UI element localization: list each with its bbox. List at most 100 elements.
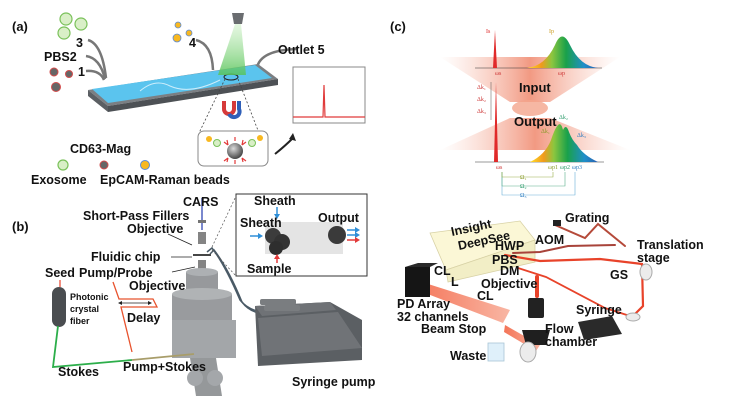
delta-k1-left-label: Δk₁ [477, 85, 486, 91]
omega-1-label: Ω₁ [520, 175, 527, 181]
exosome-icons [57, 12, 88, 40]
objective-label: Objective [481, 277, 537, 291]
exosome-label: Exosome [31, 173, 87, 187]
exosome-legend-icon [57, 159, 69, 171]
arrow-head-icon [289, 133, 296, 141]
flow-chip-inset [211, 193, 368, 277]
grating-label: Grating [565, 211, 609, 225]
waste-beaker-icon [487, 342, 505, 362]
pointer-line [167, 233, 193, 246]
cl-bottom-label: CL [477, 289, 494, 303]
panel-b-label: (b) [12, 219, 29, 234]
combined-beam-path [131, 353, 195, 361]
output-label: Output [514, 114, 557, 129]
is-label: Is [486, 29, 491, 35]
microscope [172, 198, 236, 396]
input-label: Input [519, 80, 551, 95]
laser-source-box [429, 220, 536, 283]
omega-2-label: Ω₂ [520, 184, 527, 190]
focus-cones [440, 57, 630, 150]
panel-c: (c) Is Ip ωs ωp Input Output Δk₁ Δk₂ Δk₃ [390, 19, 704, 363]
syringe-pump [255, 299, 362, 366]
delta-k3-label: Δk₃ [577, 133, 586, 139]
epcam-bead-icons [172, 21, 193, 43]
curved-arrow-icon [274, 137, 294, 155]
objective-bottom-label: Objective [129, 279, 185, 293]
cd63-legend-icon [99, 160, 109, 170]
stokes-label: Stokes [58, 365, 99, 379]
delta-k3-left-label: Δk₃ [477, 109, 486, 115]
short-pass-filters-label: Short-Pass Fillers [83, 209, 189, 223]
output-label: Output [318, 211, 360, 225]
inlet-3-label: 3 [76, 36, 83, 50]
sheath-left-label: Sheath [240, 216, 282, 230]
cd63-mag-label: CD63-Mag [70, 142, 131, 156]
epcam-legend-icon [140, 160, 150, 170]
fluidic-chip-label: Fluidic chip [91, 250, 161, 264]
pd-channels-label: 32 channels [397, 310, 469, 324]
hwp-label: HWP [495, 239, 524, 253]
delta-k2-left-label: Δk₂ [477, 97, 486, 103]
omega-p3-label: ωp3 [572, 165, 582, 171]
magnet-icon [222, 101, 242, 120]
omega-s-label: ωs [495, 71, 502, 77]
pcf-label-3: fiber [70, 316, 90, 326]
stokes-beam-path [51, 325, 133, 368]
syringe-icon [578, 316, 622, 340]
panel-b: (b) Syri [12, 193, 376, 396]
pump-stokes-label: Pump+Stokes [123, 360, 206, 374]
pd-array-label: PD Array [397, 297, 450, 311]
aom-label: AOM [535, 233, 564, 247]
raman-shift-brackets [501, 172, 576, 196]
omega-p-label: ωp [558, 71, 565, 77]
syringe-pump-label: Syringe pump [292, 375, 376, 389]
delay-label: Delay [127, 311, 160, 325]
sample-label: Sample [247, 262, 292, 276]
epcam-raman-beads-label: EpCAM-Raman beads [100, 173, 230, 187]
beam-stop-label: Beam Stop [421, 322, 487, 336]
panel-a-label: (a) [12, 19, 28, 34]
output-spectrum [475, 82, 604, 163]
cl-top-label: CL [434, 264, 451, 278]
delta-k1-label: Δk₁ [541, 129, 550, 135]
objective-icon [528, 298, 544, 318]
omega-3-label: Ω₃ [520, 193, 527, 199]
omega-s-out-label: ωs [496, 165, 503, 171]
outlet-5-label: Outlet 5 [278, 43, 325, 57]
pump-probe-label: Pump/Probe [79, 266, 153, 280]
pbs-label: PBS [492, 253, 518, 267]
waste-label: Waste [450, 349, 486, 363]
ip-label: Ip [549, 29, 554, 35]
mirror-icon [639, 263, 653, 281]
microfluidic-chip [88, 64, 278, 112]
pd-array-icon [405, 267, 430, 297]
l-label: L [451, 275, 459, 289]
objective-lens [218, 13, 246, 75]
chamber-label: chamber [545, 335, 597, 349]
inlet-1-label: 1 [78, 65, 85, 79]
photonic-crystal-fiber [52, 287, 66, 327]
pcf-label-2: crystal [70, 304, 99, 314]
pcf-label-1: Photonic [70, 292, 109, 302]
pointer-line [171, 266, 196, 273]
omega-p2-label: ωp2 [560, 165, 570, 171]
input-spectrum [475, 30, 602, 69]
syringe-label: Syringe [576, 303, 622, 317]
seed-label: Seed [45, 266, 75, 280]
pd-array-top [405, 263, 438, 267]
pbs2-label: PBS2 [44, 50, 77, 64]
dm-label: DM [500, 264, 519, 278]
flow-label: Flow [545, 322, 574, 336]
pump-probe-beam-path [112, 281, 159, 353]
mirror-icon [519, 341, 537, 363]
sheath-top-label: Sheath [254, 194, 296, 208]
translation-label: Translation [637, 238, 704, 252]
gs-label: GS [610, 268, 628, 282]
grating-icon [553, 220, 561, 226]
panel-a: (a) 3 PBS2 1 4 [12, 12, 366, 187]
omega-p1-label: ωp1 [548, 165, 558, 171]
zoom-lines [198, 78, 260, 134]
objective-top-label: Objective [127, 222, 183, 236]
stage-label: stage [637, 251, 670, 265]
